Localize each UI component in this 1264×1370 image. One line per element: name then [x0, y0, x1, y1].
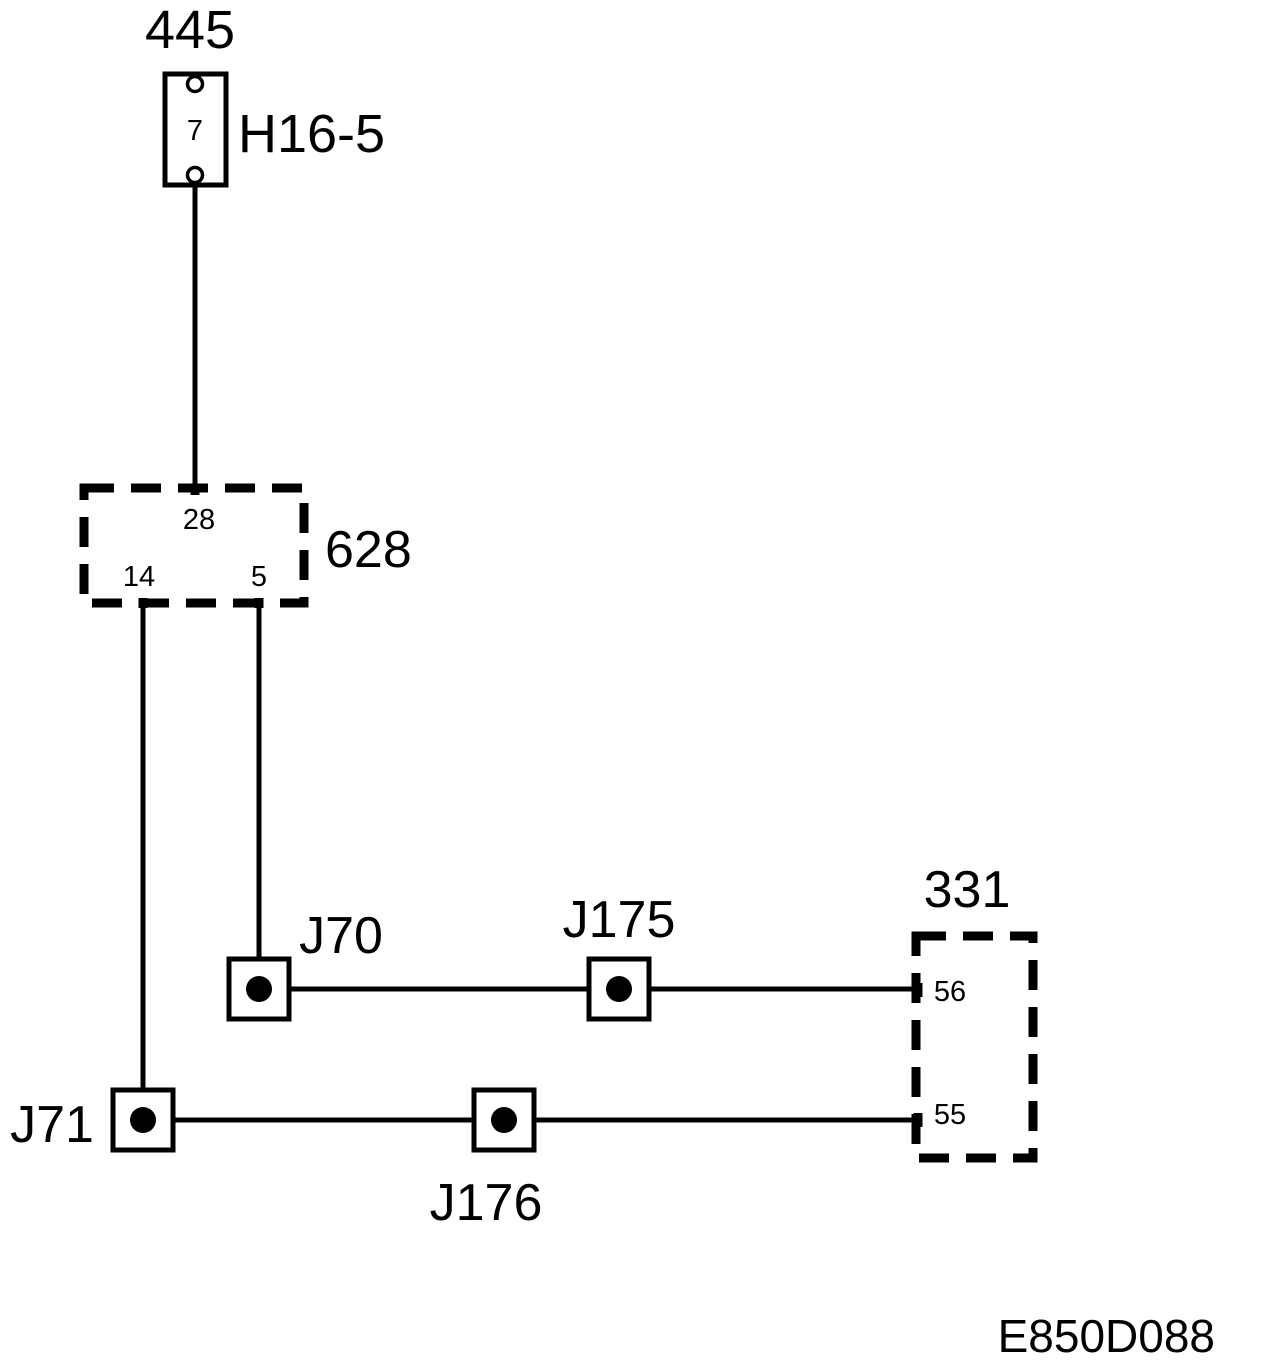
splice-j176-dot — [491, 1107, 517, 1133]
connector-name-label: H16-5 — [238, 104, 385, 164]
module-331-outline — [911, 931, 1038, 1163]
terminal-ring-bottom — [185, 165, 205, 185]
splice-j176 — [471, 1087, 537, 1153]
module-331-number-label: 331 — [924, 861, 1011, 919]
terminal-ring-top — [185, 74, 205, 94]
module-628-pin-left: 14 — [123, 561, 155, 593]
connector-h16-5: 7 — [162, 71, 229, 188]
splice-j71 — [110, 1087, 176, 1153]
drawing-id-label: E850D088 — [998, 1310, 1215, 1362]
splice-j175-dot — [606, 976, 632, 1002]
module-628-pin-top: 28 — [183, 504, 215, 536]
module-331-pin-lower: 55 — [934, 1099, 966, 1131]
splice-j176-label: J176 — [430, 1174, 543, 1232]
connector-number-label: 445 — [145, 0, 235, 60]
splice-j71-label: J71 — [10, 1096, 94, 1154]
splice-j71-dot — [130, 1107, 156, 1133]
splice-j70-dot — [246, 976, 272, 1002]
splice-j175 — [586, 956, 652, 1022]
module-628-number-label: 628 — [325, 521, 412, 579]
module-628: 28 14 5 — [79, 483, 309, 608]
module-628-pin-right: 5 — [251, 561, 267, 593]
module-331: 56 55 — [911, 931, 1038, 1163]
splice-j175-box — [586, 956, 652, 1022]
splice-j70 — [226, 956, 292, 1022]
splice-j70-label: J70 — [299, 907, 383, 965]
splice-j175-label: J175 — [563, 891, 676, 949]
connector-pin-label: 7 — [187, 115, 203, 147]
module-331-pin-upper: 56 — [934, 976, 966, 1008]
